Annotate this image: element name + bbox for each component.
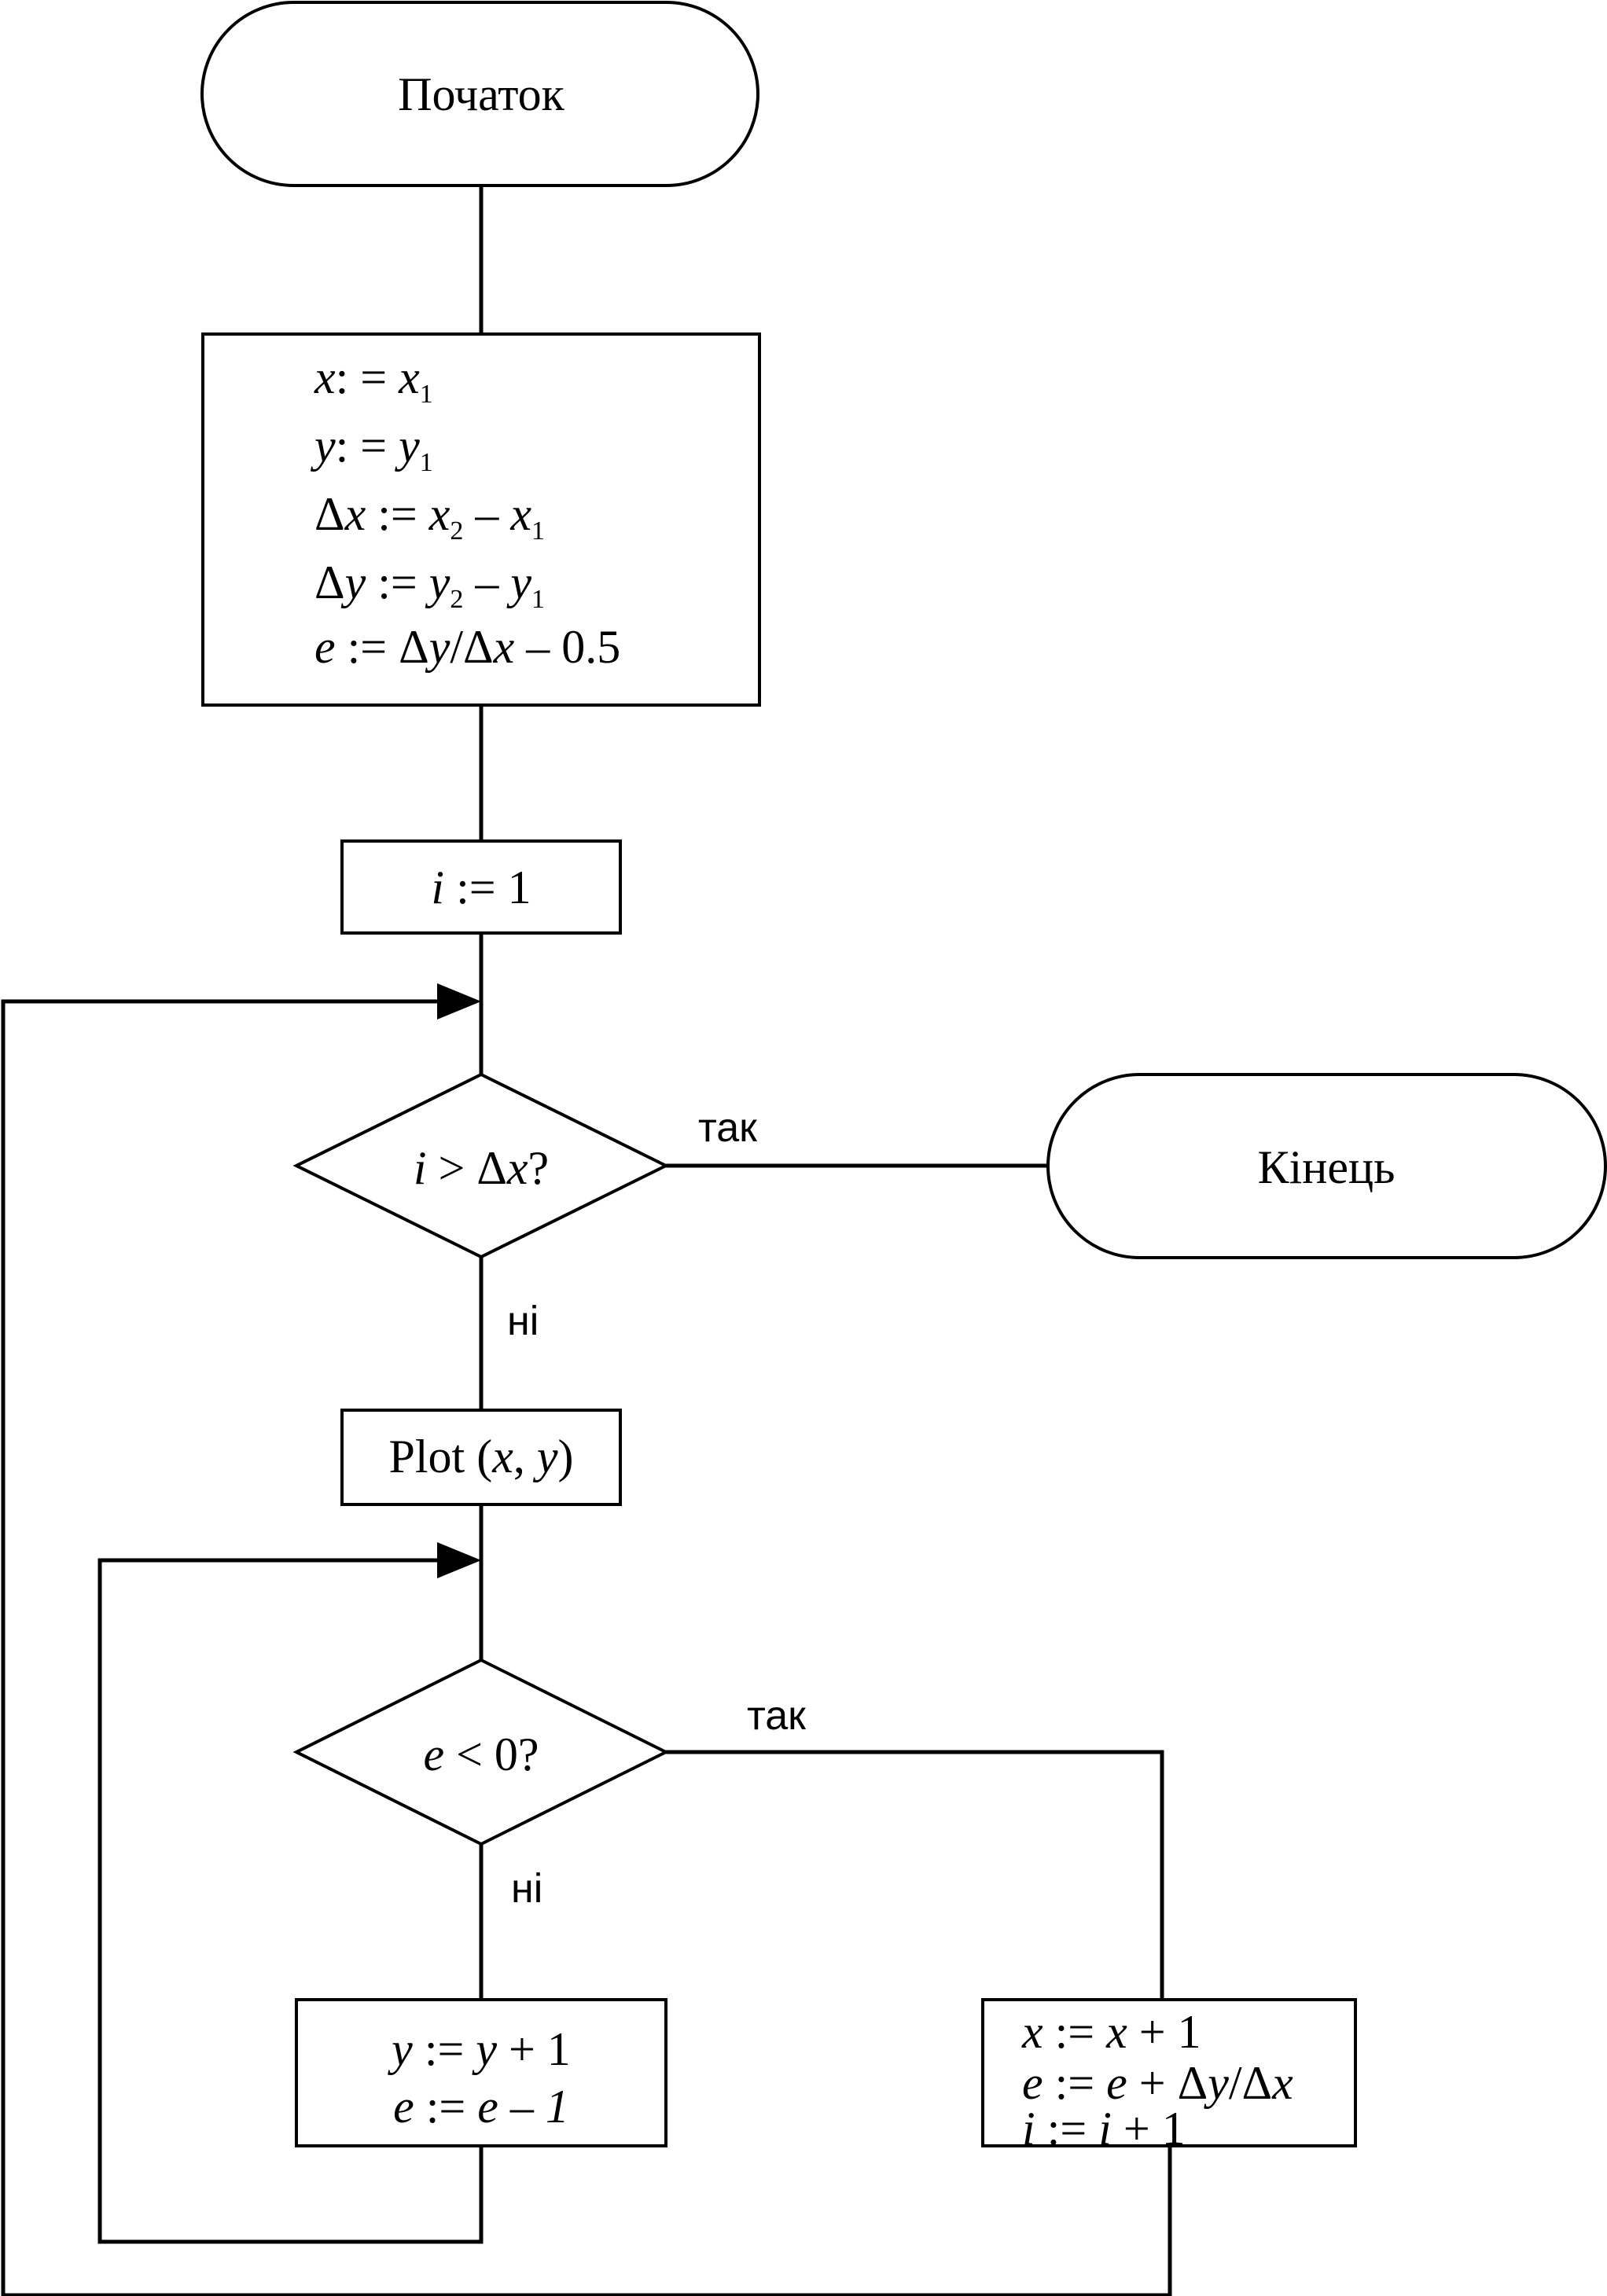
- init-line-1: x: = x1: [314, 351, 433, 409]
- decision-e-lt-0: e < 0?: [292, 1658, 670, 1846]
- init-line-4: Δy := y2 – y1: [314, 557, 545, 614]
- connectors: [1, 186, 1172, 2296]
- i-init-label: i := 1: [431, 861, 531, 913]
- init-line-3: Δx := x2 – x1: [314, 488, 545, 546]
- no-branch-block: y := y + 1 e := e – 1: [295, 1998, 667, 2147]
- init-line-5: e := Δy/Δx – 0.5: [314, 621, 620, 673]
- decision2-label: e < 0?: [423, 1728, 539, 1780]
- end-label: Кінець: [1258, 1141, 1396, 1193]
- arrowhead-inner-loop: [437, 1542, 481, 1578]
- decision1-yes-label: так: [698, 1105, 757, 1151]
- yes-block-line-2: e := e + Δy/Δx: [1022, 2057, 1293, 2109]
- i-init-block: i := 1: [340, 839, 622, 935]
- decision1-label: i > Δx?: [414, 1142, 549, 1194]
- decision-i-gt-dx: i > Δx?: [292, 1072, 670, 1259]
- decision1-no-label: ні: [507, 1299, 539, 1344]
- decision2-no-label: ні: [511, 1866, 542, 1912]
- loop-outer-return: [1, 999, 1172, 2296]
- plot-label: Plot (x, y): [389, 1431, 574, 1482]
- init-block: x: = x1 y: = y1 Δx := x2 – x1 Δy := y2 –…: [201, 332, 761, 707]
- arrowhead-outer-loop: [437, 983, 481, 1019]
- start-terminal: Початок: [200, 1, 759, 187]
- init-line-2: y: = y1: [310, 420, 433, 477]
- yes-block-line-1: x := x + 1: [1021, 2006, 1201, 2058]
- no-block-line-2: e := e – 1: [393, 2081, 569, 2133]
- yes-branch-block: x := x + 1 e := e + Δy/Δx i := i + 1: [981, 1998, 1357, 2155]
- connector-decision2-yes-to-block: [666, 1750, 1164, 2000]
- loop-inner-return: [97, 1558, 484, 2244]
- plot-block: Plot (x, y): [340, 1409, 622, 1506]
- start-label: Початок: [398, 68, 564, 120]
- no-block-line-1: y := y + 1: [387, 2023, 571, 2075]
- yes-block-line-3: i := i + 1: [1022, 2103, 1186, 2155]
- end-terminal: Кінець: [1046, 1073, 1607, 1259]
- decision2-yes-label: так: [747, 1693, 806, 1739]
